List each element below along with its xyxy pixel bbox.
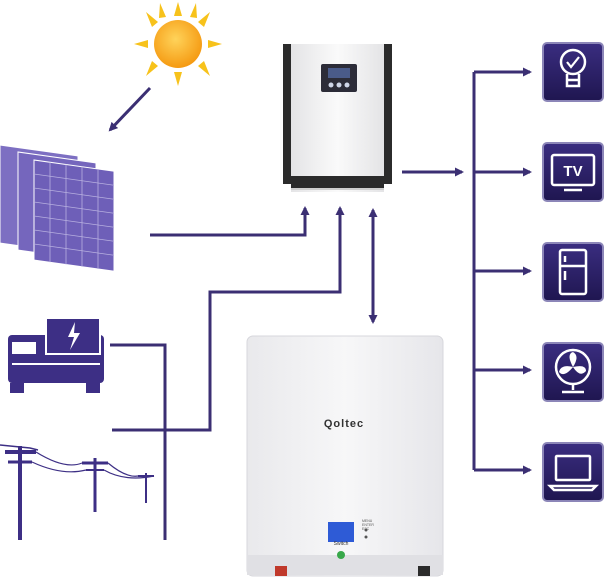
hybrid-inverter (283, 44, 392, 192)
light-bulb-icon (559, 48, 587, 88)
panel-to-inverter-arrow (150, 206, 310, 237)
battery-menu-labels: MENU ENTER ESC (362, 519, 374, 531)
sun-icon (134, 2, 222, 86)
solar-panels-icon (0, 144, 115, 272)
device-fan-tile (542, 342, 604, 402)
device-laptop-tile (542, 442, 604, 502)
device-tv-tile: TV (542, 142, 604, 202)
battery-enter-label: ENTER (362, 523, 374, 527)
fan-icon (554, 348, 592, 394)
battery-power-switch (337, 551, 345, 559)
battery-brand-logo: Qoltec (323, 418, 365, 430)
battery-display (328, 522, 354, 542)
fridge-icon (558, 248, 588, 296)
laptop-icon (546, 454, 600, 492)
power-lines-icon (0, 444, 155, 540)
device-bulb-tile (542, 42, 604, 102)
generator-grid-bus (110, 343, 167, 432)
generator-to-inverter-arrow (165, 206, 345, 432)
battery-esc-label: ESC (362, 527, 370, 531)
tv-icon-label: TV (563, 163, 582, 180)
generator-icon (8, 317, 104, 393)
battery-menu-label: MENU (362, 519, 373, 523)
tv-icon: TV (550, 153, 596, 192)
device-fridge-tile (542, 242, 604, 302)
battery-switch-label: Switch (333, 541, 349, 547)
battery-unit (246, 335, 444, 577)
sun-to-panel-arrow (108, 86, 152, 132)
